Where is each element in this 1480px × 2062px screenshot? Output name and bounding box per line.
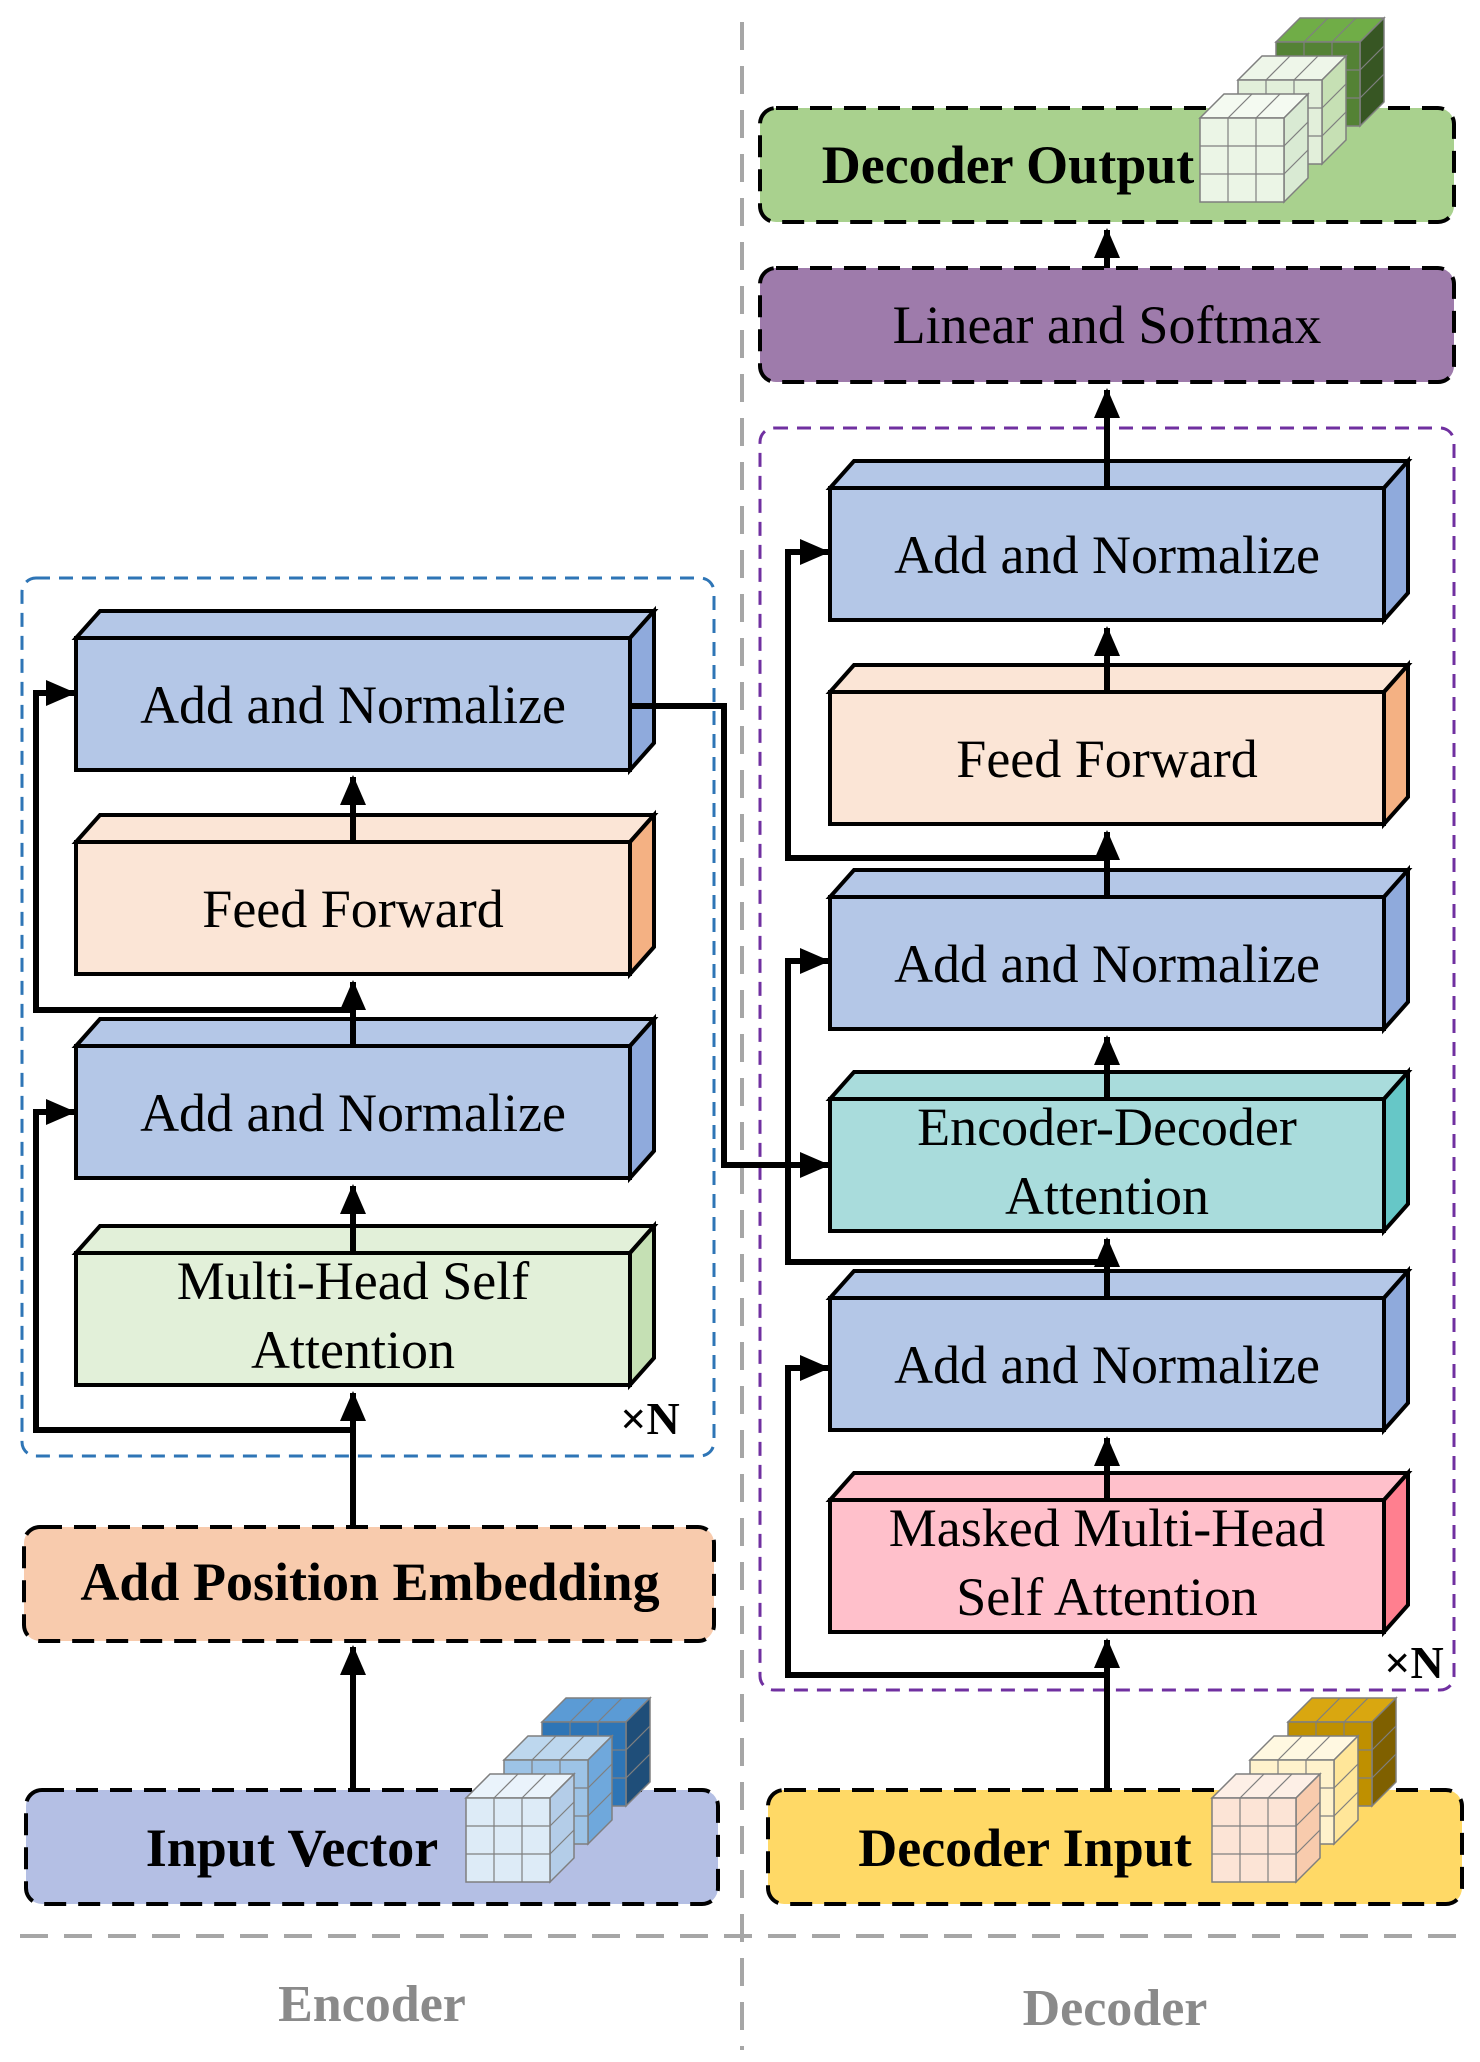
- encoder-section-label: Encoder: [278, 1976, 466, 2033]
- decoder-masked-attention-label-1: Masked Multi-Head: [889, 1498, 1325, 1558]
- encoder-self-attention-block: Multi-Head Self Attention: [71, 1220, 659, 1391]
- input-vector-cubes-icon: [464, 1696, 652, 1884]
- decoder-input-cubes-icon: [1210, 1696, 1398, 1884]
- linear-softmax-box: [758, 266, 1456, 384]
- decoder-add-normalize-3-block: Add and Normalize: [825, 455, 1413, 626]
- position-embedding-box: [22, 1525, 716, 1643]
- encoder-add-normalize-2-label: Add and Normalize: [140, 675, 566, 735]
- encoder-add-normalize-2-block: Add and Normalize: [71, 605, 659, 776]
- decoder-add-normalize-2-label: Add and Normalize: [894, 934, 1320, 994]
- encoder-self-attention-label-2: Attention: [251, 1320, 455, 1380]
- decoder-feed-forward-label: Feed Forward: [956, 729, 1257, 789]
- decoder-encoder-decoder-attention-label-2: Attention: [1005, 1166, 1209, 1226]
- decoder-input-label: Decoder Input: [858, 1818, 1192, 1878]
- decoder-section-label: Decoder: [1023, 1980, 1208, 2037]
- linear-softmax-label: Linear and Softmax: [893, 295, 1322, 355]
- decoder-add-normalize-1-block: Add and Normalize: [825, 1265, 1413, 1436]
- decoder-repeat-label: ×N: [1384, 1637, 1443, 1688]
- encoder-self-attention-label-1: Multi-Head Self: [177, 1251, 529, 1311]
- decoder-masked-attention-label-2: Self Attention: [956, 1567, 1257, 1627]
- encoder-add-normalize-1-label: Add and Normalize: [140, 1083, 566, 1143]
- encoder-add-normalize-1-block: Add and Normalize: [71, 1013, 659, 1184]
- decoder-output-label: Decoder Output: [822, 135, 1195, 195]
- decoder-encoder-decoder-attention-label-1: Encoder-Decoder: [917, 1097, 1297, 1157]
- input-vector-label: Input Vector: [146, 1818, 439, 1878]
- decoder-add-normalize-3-label: Add and Normalize: [894, 525, 1320, 585]
- encoder-feed-forward-label: Feed Forward: [202, 879, 503, 939]
- decoder-masked-attention-block: Masked Multi-Head Self Attention: [825, 1467, 1413, 1638]
- decoder-encoder-decoder-attention-block: Encoder-Decoder Attention: [825, 1066, 1413, 1237]
- decoder-connectors: [785, 228, 1120, 1790]
- encoder-layer-frame: [20, 576, 716, 1458]
- encoder-feed-forward-block: Feed Forward: [71, 809, 659, 980]
- decoder-add-normalize-2-block: Add and Normalize: [825, 864, 1413, 1035]
- decoder-feed-forward-block: Feed Forward: [825, 659, 1413, 830]
- encoder-connectors: [33, 680, 830, 1790]
- encoder-repeat-label: ×N: [620, 1393, 679, 1444]
- decoder-add-normalize-1-label: Add and Normalize: [894, 1335, 1320, 1395]
- decoder-output-cubes-icon: [1198, 16, 1386, 204]
- position-embedding-label: Add Position Embedding: [80, 1552, 659, 1612]
